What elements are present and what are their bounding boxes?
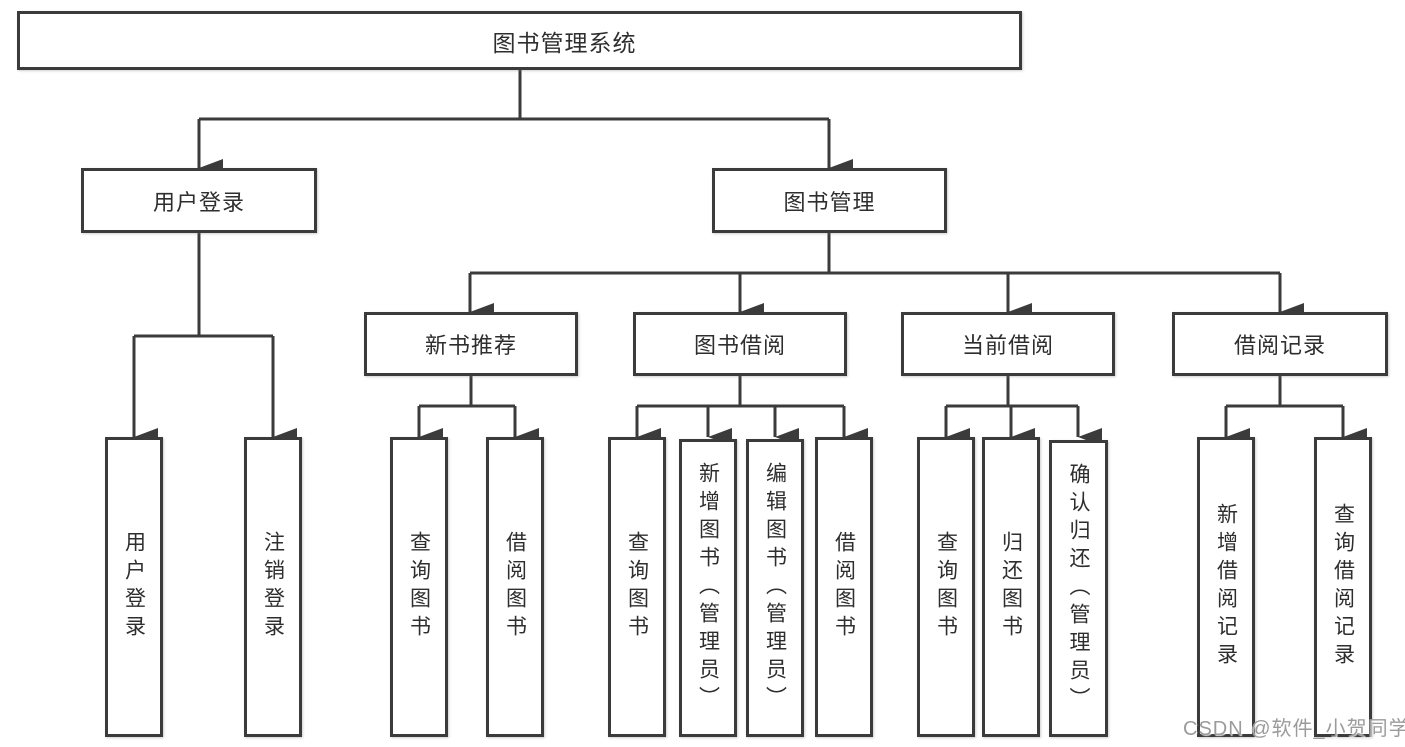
leaf-user-login: 用户登录 [105, 437, 163, 737]
leaf-borrow-edit-book: 编辑图书（管理员） [746, 439, 804, 737]
leaf-borrow-query-books: 查询图书 [608, 437, 666, 737]
leaf-borrow-borrow-books-label: 借阅图书 [832, 531, 856, 643]
edge-records-bus [1226, 376, 1343, 408]
node-root-label: 图书管理系统 [492, 29, 637, 56]
node-user-login: 用户登录 [81, 168, 317, 233]
edge-user-login-bus [134, 233, 273, 338]
leaf-recommend-borrow-books-label: 借阅图书 [503, 531, 527, 643]
node-book-borrow: 图书借阅 [633, 312, 847, 376]
edge-current-bus [946, 376, 1078, 408]
leaf-records-query-record: 查询借阅记录 [1314, 437, 1372, 737]
leaf-records-query-record-label: 查询借阅记录 [1331, 503, 1355, 671]
leaf-borrow-add-book-label: 新增图书（管理员） [696, 462, 720, 714]
edge-book-management-bus [470, 233, 1280, 275]
node-book-borrow-label: 图书借阅 [693, 333, 786, 358]
leaf-borrow-query-books-label: 查询图书 [625, 531, 649, 643]
node-new-book-recommend: 新书推荐 [364, 312, 578, 376]
node-root: 图书管理系统 [17, 11, 1022, 70]
leaf-current-return-book: 归还图书 [982, 437, 1040, 737]
leaf-current-confirm-return: 确认归还（管理员） [1049, 440, 1108, 737]
node-borrow-records: 借阅记录 [1172, 312, 1388, 376]
edge-borrow-bus [637, 376, 844, 408]
leaf-logout: 注销登录 [244, 437, 302, 737]
node-borrow-records-label: 借阅记录 [1233, 333, 1326, 358]
edge-root-bus [199, 70, 829, 121]
node-book-management: 图书管理 [712, 168, 947, 233]
leaf-records-add-record: 新增借阅记录 [1197, 437, 1255, 737]
node-current-borrow-label: 当前借阅 [961, 333, 1054, 358]
node-current-borrow: 当前借阅 [901, 312, 1115, 376]
leaf-user-login-label: 用户登录 [122, 531, 146, 643]
leaf-logout-label: 注销登录 [261, 531, 285, 643]
leaf-recommend-query-books-label: 查询图书 [407, 531, 431, 643]
leaf-records-add-record-label: 新增借阅记录 [1214, 503, 1238, 671]
leaf-borrow-borrow-books: 借阅图书 [815, 437, 873, 737]
leaf-recommend-query-books: 查询图书 [390, 437, 448, 737]
edge-recommend-bus [419, 376, 515, 408]
leaf-current-query-books-label: 查询图书 [934, 531, 958, 643]
node-book-management-label: 图书管理 [783, 189, 876, 215]
leaf-current-confirm-return-label: 确认归还（管理员） [1067, 462, 1090, 715]
leaf-borrow-add-book: 新增图书（管理员） [679, 439, 737, 737]
leaf-borrow-edit-book-label: 编辑图书（管理员） [763, 462, 787, 714]
leaf-recommend-borrow-books: 借阅图书 [486, 437, 544, 737]
csdn-watermark: CSDN @软件_小贺同学 [1183, 718, 1405, 740]
node-new-book-recommend-label: 新书推荐 [424, 333, 517, 358]
leaf-current-return-book-label: 归还图书 [999, 531, 1023, 643]
node-user-login-label: 用户登录 [152, 189, 245, 215]
leaf-current-query-books: 查询图书 [917, 437, 975, 737]
